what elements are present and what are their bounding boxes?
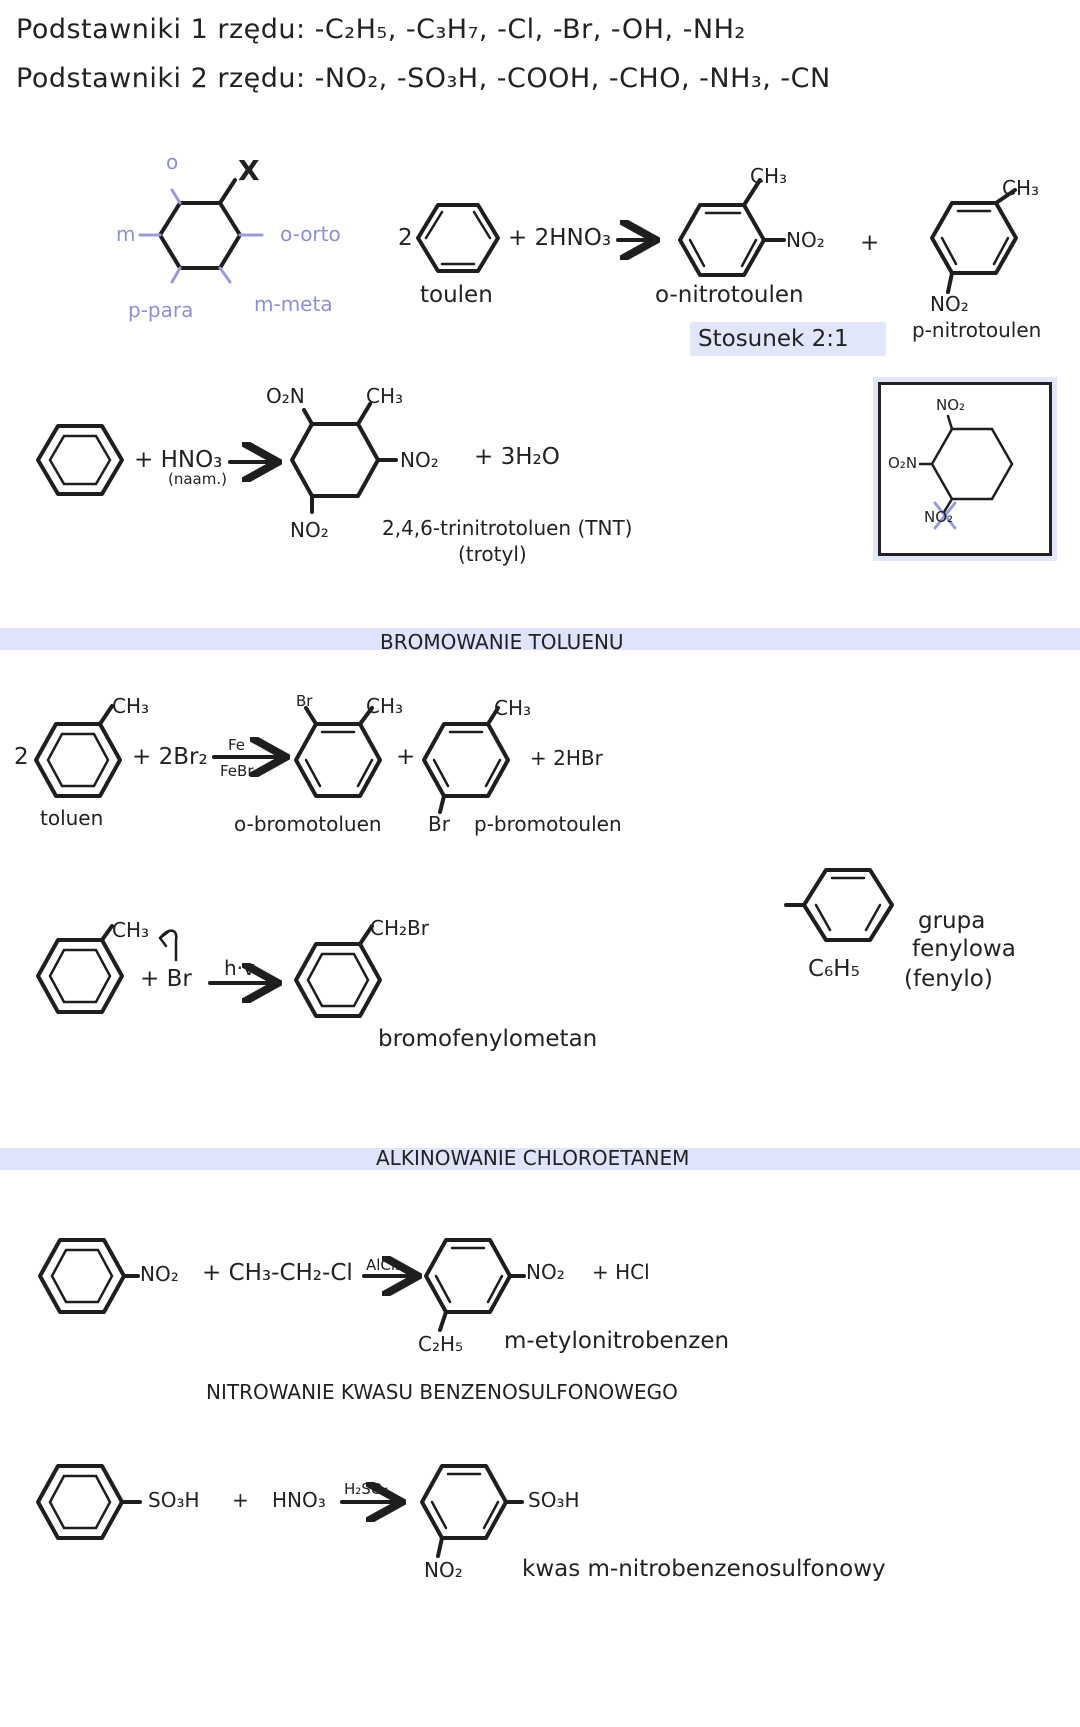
box-o2n: O₂N [888, 454, 918, 472]
tnt-no2-bottom: NO₂ [290, 518, 329, 542]
toluene-ring-bromination [34, 704, 122, 798]
radical-cond: h·v [224, 956, 255, 980]
nitration-coef: 2 [398, 225, 413, 251]
tnt-condition: (naam.) [168, 470, 227, 488]
radical-name: bromofenylometan [378, 1026, 598, 1052]
toluene-ring-nitration [416, 203, 500, 273]
o-brom-br: Br [296, 692, 313, 710]
radical-reagent: + Br [140, 966, 192, 992]
o-brom-ch3: CH₃ [366, 694, 404, 718]
alk-c2h5: C₂H₅ [418, 1332, 464, 1356]
tnt-name: 2,4,6-trinitrotoluen (TNT) [382, 516, 633, 540]
p-nitro-ch3: CH₃ [1002, 176, 1040, 200]
alk-product-no2: NO₂ [526, 1260, 565, 1284]
tnt-structure-box [878, 382, 1052, 556]
p-brom-ch3: CH₃ [494, 696, 532, 720]
phenyl-ring [784, 868, 894, 942]
toluene-ring-radical [36, 924, 124, 1014]
phenyl-label-3: (fenylo) [904, 966, 993, 992]
header-line-1: Podstawniki 1 rzędu: -C₂H₅, -C₃H₇, -Cl, … [16, 14, 746, 45]
section-title-alkylation: ALKINOWANIE CHLOROETANEM [376, 1146, 690, 1170]
section-band-alkylation [0, 1148, 1080, 1170]
pos-orto-label: o-orto [280, 222, 341, 246]
brom-coef: 2 [14, 744, 29, 770]
brom-plus: + [396, 744, 416, 770]
alk-cat: AlCl₃ [366, 1256, 402, 1274]
p-bromotoluene-ring [422, 706, 510, 814]
p-brom-name: p-bromotoulen [474, 812, 622, 836]
phenyl-formula: C₆H₅ [808, 956, 860, 982]
p-nitro-no2: NO₂ [930, 292, 969, 316]
phenyl-label-1: grupa [918, 908, 986, 934]
nitration-reagent: + 2HNO₃ [508, 225, 612, 251]
brom-ch3: CH₃ [112, 694, 150, 718]
pos-meta-label: m-meta [254, 292, 333, 316]
ratio-highlight [690, 322, 886, 356]
nitrobenzene-ring [38, 1238, 140, 1314]
o-nitro-ch3: CH₃ [750, 164, 788, 188]
sulf-product-no2: NO₂ [424, 1558, 463, 1582]
benzenesulfonic-ring [36, 1464, 142, 1540]
alk-name: m-etylonitrobenzen [504, 1328, 730, 1354]
tnt-reagent: + HNO₃ [134, 447, 223, 473]
alk-hcl: + HCl [592, 1260, 650, 1284]
o-nitrotoluene-ring [678, 178, 786, 277]
pos-para-label: p-para [128, 298, 194, 322]
nitrobenzenesulfonic-ring [420, 1464, 524, 1558]
brom-cat-bottom: FeBr₃ [220, 762, 260, 780]
p-nitro-name: p-nitrotoulen [912, 318, 1042, 342]
tnt-ring [290, 402, 398, 514]
tnt-alt-name: (trotyl) [458, 542, 527, 566]
brom-cat-top: Fe [228, 736, 246, 754]
sulf-product-so3h: SO₃H [528, 1488, 580, 1512]
benzene-ring-tnt [36, 424, 124, 496]
ratio-label: Stosunek 2:1 [698, 326, 849, 352]
pos-x-label: X [238, 154, 260, 187]
nitration-substrate: toulen [420, 282, 493, 308]
sulf-so3h: SO₃H [148, 1488, 200, 1512]
benzyl-bromide-ring [294, 924, 382, 1018]
p-nitrotoluene-ring [930, 188, 1018, 294]
tnt-no2-right: NO₂ [400, 448, 439, 472]
position-diagram-ring [138, 178, 264, 284]
radical-product-group: CH₂Br [370, 916, 429, 940]
brom-hbr: + 2HBr [530, 746, 603, 770]
o-brom-name: o-bromotoluen [234, 812, 382, 836]
tnt-water: + 3H₂O [474, 444, 560, 470]
nitration-plus: + [860, 230, 880, 256]
p-brom-br: Br [428, 812, 450, 836]
tnt-o2n: O₂N [266, 384, 305, 408]
boxed-ring [918, 414, 1014, 530]
pos-o-label: o [166, 150, 179, 174]
sulf-plus: + [232, 1488, 249, 1512]
section-band-bromination [0, 628, 1080, 650]
header-line-2: Podstawniki 2 rzędu: -NO₂, -SO₃H, -COOH,… [16, 63, 831, 94]
section-title-sulfonic: NITROWANIE KWASU BENZENOSULFONOWEGO [206, 1380, 678, 1404]
section-title-bromination: BROMOWANIE TOLUENU [380, 630, 624, 654]
o-nitro-name: o-nitrotoulen [655, 282, 804, 308]
ethylnitrobenzene-ring [424, 1238, 526, 1332]
box-no2-top: NO₂ [936, 396, 966, 414]
sulf-reagent: HNO₃ [272, 1488, 326, 1512]
alk-reagent: + CH₃-CH₂-Cl [202, 1260, 353, 1286]
alk-no2: NO₂ [140, 1262, 179, 1286]
brom-reagent: + 2Br₂ [132, 744, 208, 770]
brom-substrate: toluen [40, 806, 104, 830]
o-bromotoluene-ring [294, 706, 382, 798]
phenyl-label-2: fenylowa [912, 936, 1016, 962]
radical-ch3: CH₃ [112, 918, 150, 942]
sulf-cat: H₂SO₄ [344, 1480, 389, 1498]
box-no2-bottom: NO₂ [924, 508, 954, 526]
sulf-name: kwas m-nitrobenzenosulfonowy [522, 1556, 886, 1582]
o-nitro-no2: NO₂ [786, 228, 825, 252]
pos-m-label: m [116, 222, 136, 246]
tnt-ch3: CH₃ [366, 384, 404, 408]
